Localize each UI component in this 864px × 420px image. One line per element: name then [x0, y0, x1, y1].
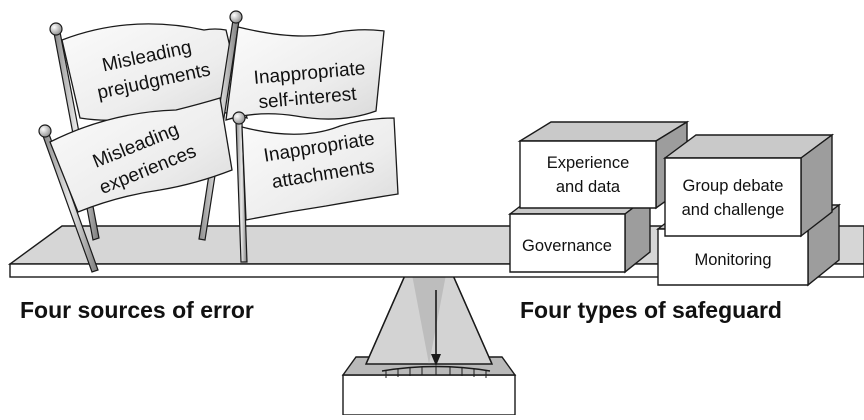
caption-sources-of-error: Four sources of error: [20, 297, 254, 323]
box-label-governance: Governance: [522, 237, 612, 255]
box-group-debate: [662, 133, 835, 238]
box-label-experience-line1: Experience: [547, 154, 630, 172]
stand-pyramid-shade: [410, 264, 448, 364]
flag-misleading-experiences: [38, 97, 233, 273]
flag-inappropriate-attachments: [232, 111, 399, 263]
gauge-needle-tip: [431, 354, 441, 366]
gauge-dial-arc: [381, 365, 491, 372]
flag-cloth: [225, 26, 385, 121]
caption-types-of-safeguard: Four types of safeguard: [520, 297, 782, 323]
safeguard-labels: Governance Monitoring Experience and dat…: [522, 154, 784, 269]
flag-cloth: [49, 97, 233, 213]
pole-knob: [232, 111, 246, 125]
pole-knob: [38, 124, 52, 138]
pole-knob: [229, 10, 243, 24]
error-flags: [38, 10, 399, 273]
scale-stand: [341, 263, 517, 416]
box-label-monitoring: Monitoring: [694, 251, 771, 269]
safeguard-boxes: [507, 120, 842, 287]
stand-base-front: [342, 374, 516, 416]
box-label-experience-line2: and data: [556, 178, 621, 196]
gauge-ticks: [385, 366, 487, 378]
box-label-group-debate-line1: Group debate: [683, 177, 784, 195]
beam-front-edge: [9, 263, 864, 278]
box-label-group-debate-line2: and challenge: [682, 201, 785, 219]
flag-cloth: [241, 117, 399, 221]
pole-knob: [49, 22, 63, 36]
